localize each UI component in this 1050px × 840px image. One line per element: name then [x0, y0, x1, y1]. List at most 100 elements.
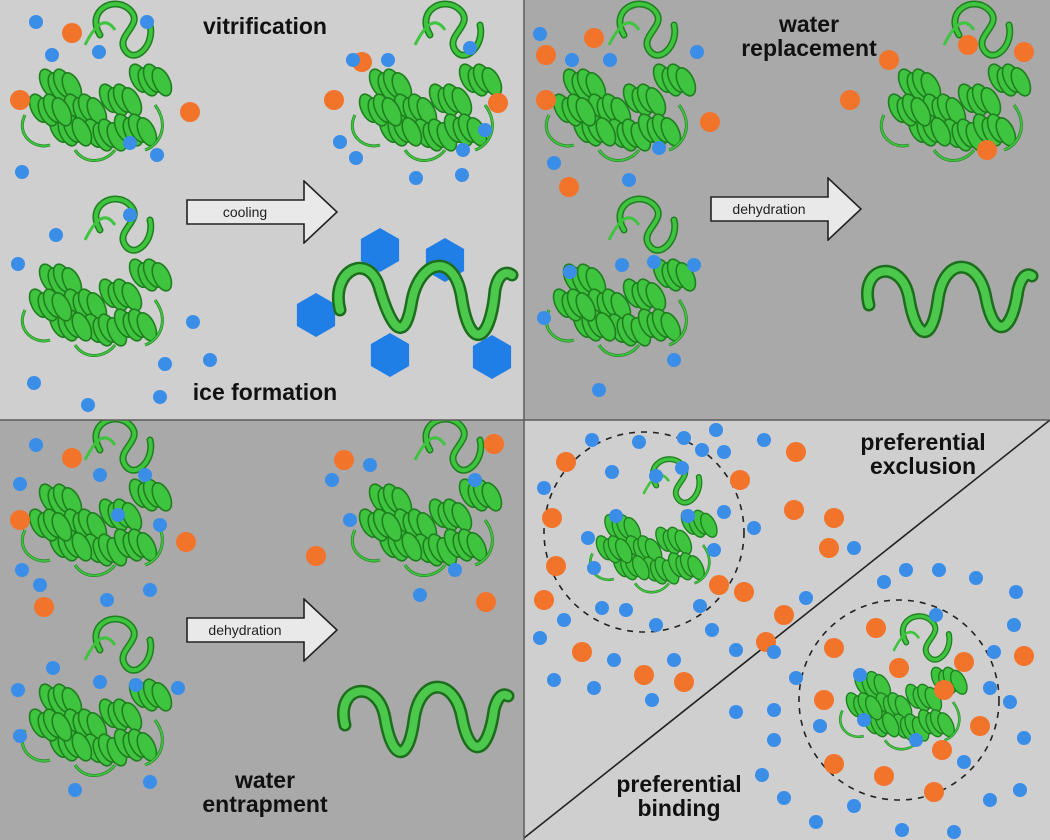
cosolute-molecule-icon: [866, 618, 886, 638]
cosolute-molecule-icon: [709, 575, 729, 595]
water-molecule-icon: [895, 823, 909, 837]
water-molecule-icon: [675, 461, 689, 475]
water-molecule-icon: [581, 531, 595, 545]
water-molecule-icon: [767, 703, 781, 717]
water-molecule-icon: [333, 135, 347, 149]
cosolute-molecule-icon: [879, 50, 899, 70]
water-molecule-icon: [29, 15, 43, 29]
cosolute-molecule-icon: [1014, 646, 1034, 666]
ice-crystal-icon: [296, 293, 336, 337]
water-molecule-icon: [695, 443, 709, 457]
water-molecule-icon: [68, 783, 82, 797]
cosolute-molecule-icon: [730, 470, 750, 490]
ice-crystal-icon: [370, 333, 410, 377]
water-molecule-icon: [143, 775, 157, 789]
process-arrow-icon: [186, 180, 338, 244]
water-molecule-icon: [150, 148, 164, 162]
water-molecule-icon: [129, 678, 143, 692]
water-molecule-icon: [957, 755, 971, 769]
water-molecule-icon: [709, 423, 723, 437]
arrow-cooling: cooling: [186, 180, 338, 244]
water-molecule-icon: [547, 673, 561, 687]
arrow-cooling-label: cooling: [222, 204, 268, 220]
water-molecule-icon: [609, 509, 623, 523]
cosolute-molecule-icon: [62, 448, 82, 468]
protein-ribbon-icon: [21, 0, 173, 162]
water-molecule-icon: [92, 45, 106, 59]
water-molecule-icon: [983, 681, 997, 695]
unfolded-chain-icon-highlight: [334, 262, 516, 339]
panel-preferential: preferential exclusion preferential bind…: [524, 420, 1050, 840]
cosolute-molecule-icon: [34, 597, 54, 617]
cosolute-molecule-icon: [734, 582, 754, 602]
water-molecule-icon: [983, 793, 997, 807]
water-molecule-icon: [456, 143, 470, 157]
panel-vitrification-drawing: [10, 0, 519, 412]
water-molecule-icon: [747, 521, 761, 535]
water-molecule-icon: [448, 563, 462, 577]
water-molecule-icon: [346, 53, 360, 67]
process-arrow-icon: [710, 177, 862, 241]
water-molecule-icon: [632, 435, 646, 449]
protein-ribbon-icon: [21, 420, 173, 577]
cosolute-molecule-icon: [774, 605, 794, 625]
water-molecule-icon: [707, 543, 721, 557]
cosolute-molecule-icon: [534, 590, 554, 610]
cosolute-molecule-icon: [324, 90, 344, 110]
cosolute-molecule-icon: [488, 93, 508, 113]
protein-ribbon-icon: [839, 613, 968, 751]
protein-ribbon-icon: [545, 0, 697, 162]
water-molecule-icon: [455, 168, 469, 182]
water-molecule-icon: [27, 376, 41, 390]
water-molecule-icon: [140, 15, 154, 29]
water-molecule-icon: [947, 825, 961, 839]
cosolute-molecule-icon: [924, 782, 944, 802]
water-molecule-icon: [537, 311, 551, 325]
water-molecule-icon: [123, 136, 137, 150]
water-molecule-icon: [46, 661, 60, 675]
water-molecule-icon: [847, 799, 861, 813]
water-molecule-icon: [622, 173, 636, 187]
water-molecule-icon: [463, 41, 477, 55]
water-molecule-icon: [615, 258, 629, 272]
water-molecule-icon: [563, 265, 577, 279]
water-molecule-icon: [11, 683, 25, 697]
cosolute-molecule-icon: [784, 500, 804, 520]
label-vitrification: vitrification: [203, 13, 327, 39]
water-molecule-icon: [1009, 585, 1023, 599]
cosolute-molecule-icon: [977, 140, 997, 160]
water-molecule-icon: [847, 541, 861, 555]
water-molecule-icon: [987, 645, 1001, 659]
cosolute-molecule-icon: [10, 90, 30, 110]
water-molecule-icon: [681, 509, 695, 523]
water-molecule-icon: [547, 156, 561, 170]
cosolute-molecule-icon: [306, 546, 326, 566]
water-molecule-icon: [755, 768, 769, 782]
water-molecule-icon: [757, 433, 771, 447]
panel-vitrification: vitrification ice formation cooling: [0, 0, 524, 420]
panel-water-entrapment: water entrapment dehydration: [0, 420, 524, 840]
cosolute-molecule-icon: [1014, 42, 1034, 62]
water-molecule-icon: [705, 623, 719, 637]
water-molecule-icon: [13, 729, 27, 743]
water-molecule-icon: [349, 151, 363, 165]
protein-ribbon-icon: [21, 195, 173, 357]
water-molecule-icon: [325, 473, 339, 487]
cosolute-molecule-icon: [536, 90, 556, 110]
unfolded-chain-icon-highlight: [339, 683, 512, 756]
solvation-shell-exclusion: [543, 431, 745, 633]
water-molecule-icon: [138, 468, 152, 482]
water-molecule-icon: [363, 458, 377, 472]
water-molecule-icon: [690, 45, 704, 59]
cosolute-molecule-icon: [786, 442, 806, 462]
water-molecule-icon: [381, 53, 395, 67]
cosolute-molecule-icon: [546, 556, 566, 576]
cosolute-molecule-icon: [10, 510, 30, 530]
diagonal-divider: [524, 420, 1050, 839]
protein-ribbon-icon: [351, 420, 503, 577]
water-molecule-icon: [777, 791, 791, 805]
cosolute-molecule-icon: [840, 90, 860, 110]
protein-ribbon-icon: [589, 456, 718, 594]
water-molecule-icon: [557, 613, 571, 627]
water-molecule-icon: [143, 583, 157, 597]
